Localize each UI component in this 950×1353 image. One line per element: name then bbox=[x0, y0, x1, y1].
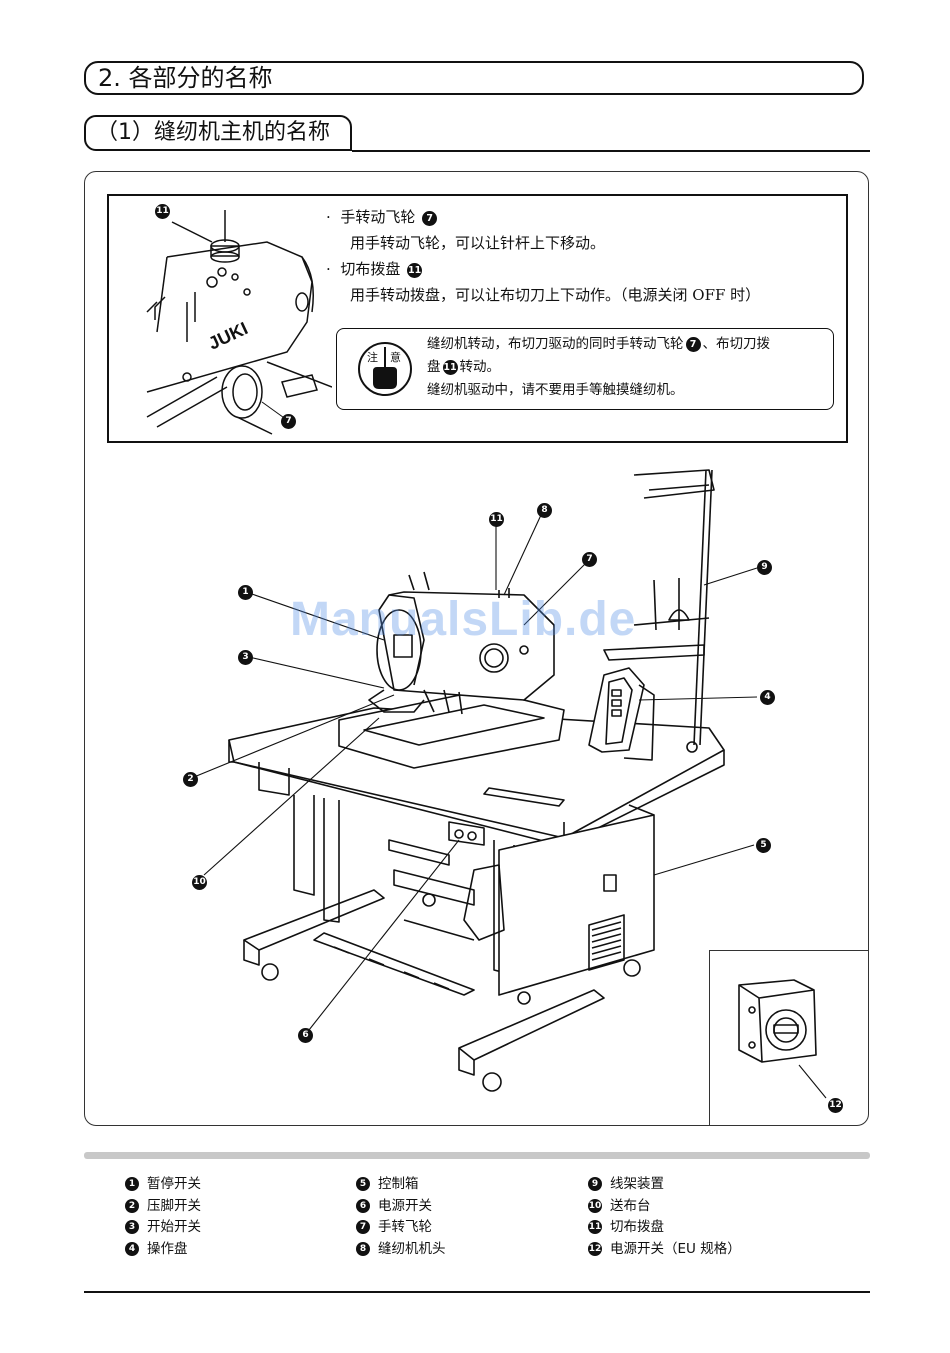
num-badge: 4 bbox=[125, 1242, 139, 1256]
svg-text:意: 意 bbox=[390, 350, 401, 364]
watermark: ManualsLib.de bbox=[290, 592, 636, 647]
num-badge: 5 bbox=[356, 1177, 370, 1191]
inset-item-handwheel-desc: 用手转动飞轮，可以让针杆上下移动。 bbox=[326, 230, 836, 256]
num-7-badge: 7 bbox=[422, 211, 437, 226]
svg-text:注: 注 bbox=[367, 350, 378, 364]
subsection-title: （1）缝纫机主机的名称 bbox=[84, 115, 352, 151]
num-11-badge: 11 bbox=[407, 263, 422, 278]
callout-2: 2 bbox=[183, 772, 198, 787]
eu-switch-inset bbox=[709, 950, 869, 1126]
callout-10: 10 bbox=[192, 875, 207, 890]
inset-description: · 手转动飞轮 7 用手转动飞轮，可以让针杆上下移动。 · 切布拨盘 11 用手… bbox=[326, 204, 836, 308]
callout-11-inset: 11 bbox=[155, 204, 170, 219]
bottom-rule bbox=[84, 1291, 870, 1293]
num-badge: 11 bbox=[588, 1220, 602, 1234]
caution-hand-icon: 注 意 bbox=[357, 341, 413, 397]
callout-5: 5 bbox=[756, 838, 771, 853]
legend-divider bbox=[84, 1152, 870, 1159]
inset-item-cutter-dial: · 切布拨盘 11 bbox=[326, 256, 836, 282]
num-badge: 6 bbox=[356, 1199, 370, 1213]
callout-3: 3 bbox=[238, 650, 253, 665]
brand-logo: JUKI bbox=[205, 318, 251, 353]
callout-4: 4 bbox=[760, 690, 775, 705]
num-7-badge-caution: 7 bbox=[686, 337, 701, 352]
num-badge: 3 bbox=[125, 1220, 139, 1234]
callout-7-inset: 7 bbox=[281, 414, 296, 429]
num-11-badge-caution: 11 bbox=[443, 360, 458, 375]
callout-6: 6 bbox=[298, 1028, 313, 1043]
inset-item-handwheel: · 手转动飞轮 7 bbox=[326, 204, 836, 230]
callout-8: 8 bbox=[537, 503, 552, 518]
callout-9: 9 bbox=[757, 560, 772, 575]
callout-7: 7 bbox=[582, 552, 597, 567]
num-badge: 12 bbox=[588, 1242, 602, 1256]
num-badge: 10 bbox=[588, 1199, 602, 1213]
callout-1: 1 bbox=[238, 585, 253, 600]
num-badge: 9 bbox=[588, 1177, 602, 1191]
num-badge: 1 bbox=[125, 1177, 139, 1191]
subsection-rule bbox=[352, 150, 870, 152]
callout-11: 11 bbox=[489, 512, 504, 527]
inset-item-cutter-dial-desc: 用手转动拨盘，可以让布切刀上下动作。（电源关闭 OFF 时） bbox=[326, 282, 836, 308]
num-badge: 8 bbox=[356, 1242, 370, 1256]
machine-head-detail-illustration: JUKI bbox=[117, 202, 332, 437]
section-title: 2. 各部分的名称 bbox=[84, 61, 864, 95]
num-badge: 2 bbox=[125, 1199, 139, 1213]
num-badge: 7 bbox=[356, 1220, 370, 1234]
